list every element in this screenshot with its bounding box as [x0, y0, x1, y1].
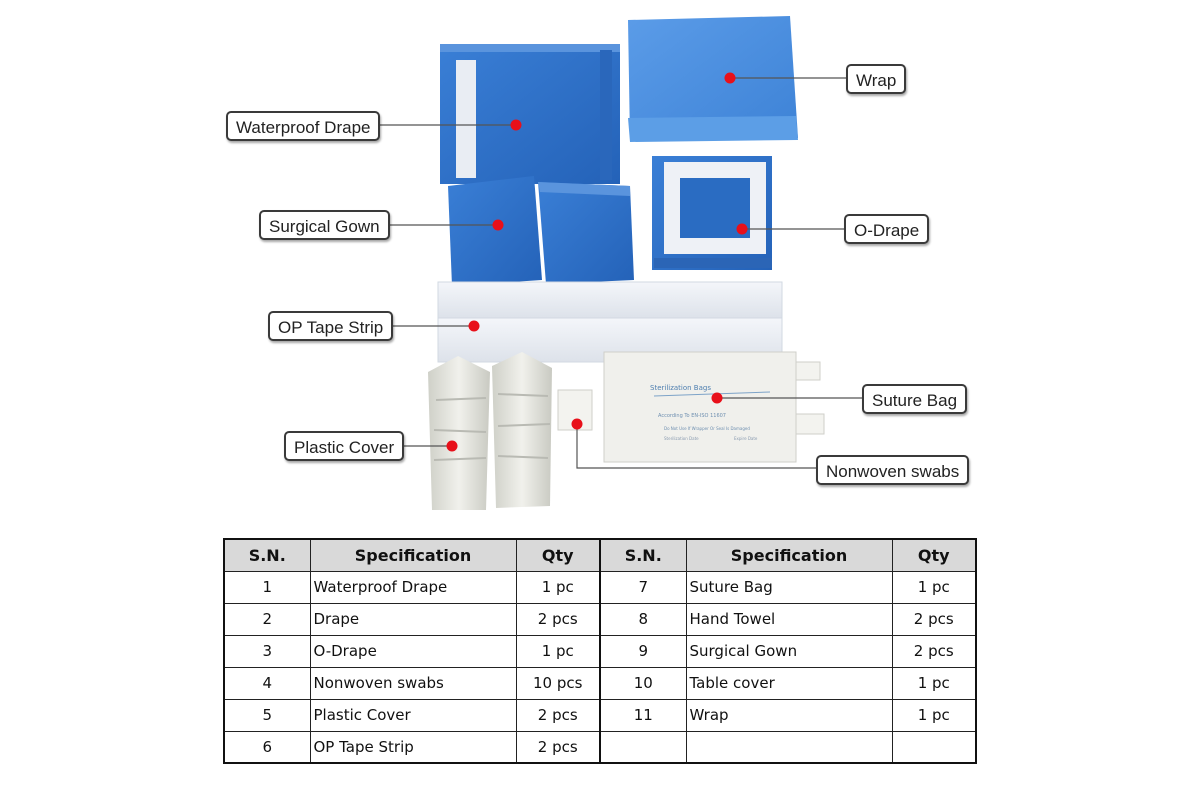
cell-qty: 1 pc: [891, 570, 977, 604]
cell-sn: 5: [223, 698, 311, 732]
cell-qty: 2 pcs: [891, 602, 977, 636]
callout-surgical-gown: Surgical Gown: [259, 210, 390, 240]
header-qty: Qty: [515, 538, 601, 572]
cell-sn: 4: [223, 666, 311, 700]
waterproof-drape-image: [440, 44, 620, 184]
bag-print-line3: Sterilization Date: [664, 436, 699, 441]
cell-spec: Table cover: [685, 666, 893, 700]
cell-spec: Suture Bag: [685, 570, 893, 604]
cell-spec: Plastic Cover: [309, 698, 517, 732]
marker-plastic-cover: [446, 440, 458, 452]
cell-qty: 1 pc: [515, 634, 601, 668]
cell-qty: 1 pc: [515, 570, 601, 604]
cell-sn: [599, 730, 687, 764]
cell-spec: Nonwoven swabs: [309, 666, 517, 700]
cell-sn: 3: [223, 634, 311, 668]
callout-waterproof-drape: Waterproof Drape: [226, 111, 381, 141]
cell-spec: Wrap: [685, 698, 893, 732]
cell-spec: Surgical Gown: [685, 634, 893, 668]
surgical-gown-image: [448, 176, 634, 286]
cell-sn: 8: [599, 602, 687, 636]
cell-qty: [891, 730, 977, 764]
header-qty: Qty: [891, 538, 977, 572]
marker-op-tape-strip: [468, 320, 480, 332]
cell-sn: 2: [223, 602, 311, 636]
cell-spec: Drape: [309, 602, 517, 636]
o-drape-image: [652, 156, 772, 270]
cell-spec: O-Drape: [309, 634, 517, 668]
cell-sn: 11: [599, 698, 687, 732]
cell-spec: Waterproof Drape: [309, 570, 517, 604]
cell-sn: 6: [223, 730, 311, 764]
callout-op-tape-strip: OP Tape Strip: [268, 311, 394, 341]
cell-qty: 1 pc: [891, 698, 977, 732]
cell-sn: 1: [223, 570, 311, 604]
bag-title-text: Sterilization Bags: [650, 384, 711, 392]
cell-qty: 2 pcs: [891, 634, 977, 668]
leader-lines: [380, 77, 862, 469]
suture-bag-image: Sterilization Bags According To EN-ISO 1…: [603, 351, 825, 463]
cell-qty: 10 pcs: [515, 666, 601, 700]
cell-sn: 7: [599, 570, 687, 604]
cell-spec: Hand Towel: [685, 602, 893, 636]
spec-table: S.N. Specification Qty S.N. Specificatio…: [223, 538, 977, 764]
cell-sn: 10: [599, 666, 687, 700]
plastic-cover-image: [428, 352, 552, 510]
wrap-image: [628, 16, 798, 142]
cell-spec: [685, 730, 893, 764]
op-tape-strip-image: [437, 281, 783, 363]
marker-waterproof-drape: [510, 119, 522, 131]
cell-qty: 2 pcs: [515, 602, 601, 636]
product-photo: Sterilization Bags According To EN-ISO 1…: [380, 16, 862, 510]
marker-dots: [446, 72, 748, 452]
cell-spec: OP Tape Strip: [309, 730, 517, 764]
header-sn: S.N.: [599, 538, 687, 572]
callout-o-drape: O-Drape: [844, 214, 930, 244]
bag-print-line4: Expire Date: [734, 436, 758, 441]
marker-suture-bag: [711, 392, 723, 404]
cell-qty: 1 pc: [891, 666, 977, 700]
marker-nonwoven-swabs: [571, 418, 583, 430]
callout-suture-bag: Suture Bag: [862, 384, 968, 414]
cell-qty: 2 pcs: [515, 730, 601, 764]
header-spec: Specification: [309, 538, 517, 572]
bag-print-line1: According To EN-ISO 11607: [658, 413, 726, 419]
bag-print-line2: Do Not Use If Wrapper Or Seal Is Damaged: [664, 426, 750, 431]
header-sn: S.N.: [223, 538, 311, 572]
callout-plastic-cover: Plastic Cover: [284, 431, 405, 461]
callout-wrap: Wrap: [846, 64, 907, 94]
marker-o-drape: [736, 223, 748, 235]
header-spec: Specification: [685, 538, 893, 572]
cell-qty: 2 pcs: [515, 698, 601, 732]
table-header-row: S.N. Specification Qty S.N. Specificatio…: [223, 538, 977, 572]
marker-surgical-gown: [492, 219, 504, 231]
cell-sn: 9: [599, 634, 687, 668]
marker-wrap: [724, 72, 736, 84]
callout-nonwoven-swabs: Nonwoven swabs: [816, 455, 970, 485]
